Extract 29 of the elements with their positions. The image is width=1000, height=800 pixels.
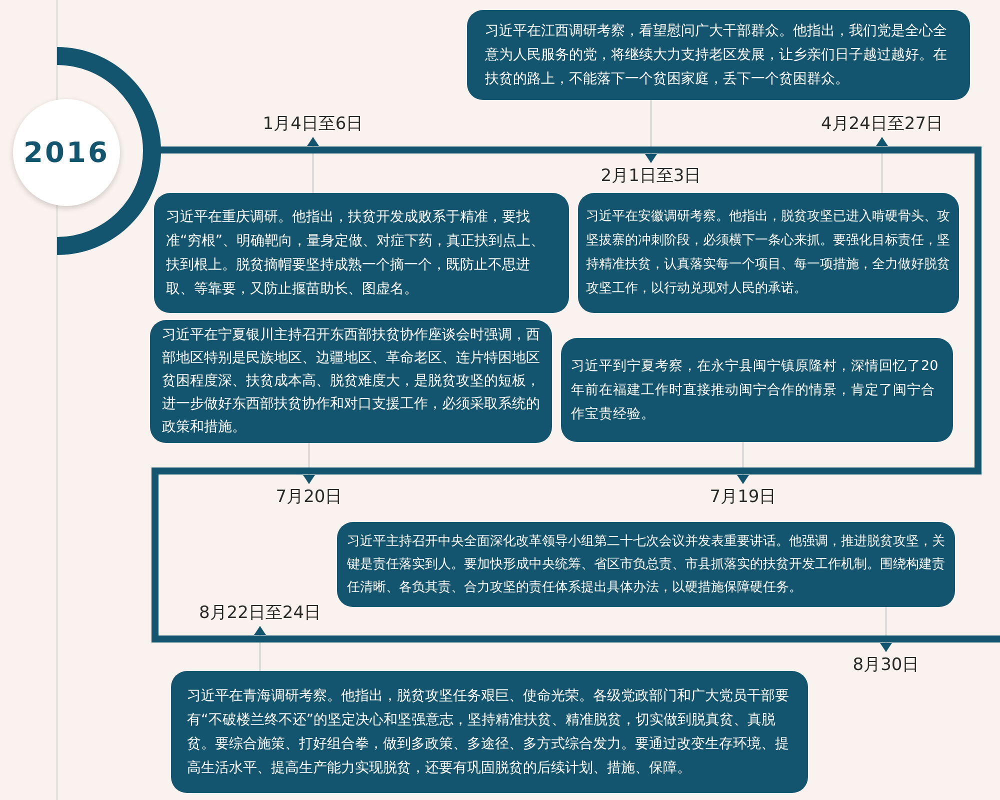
connector-arrow [254,626,266,671]
year-label: 2016 [24,136,110,168]
date-label: 8月22日至24日 [198,600,322,626]
event-text: 习近平在青海调研考察。他指出，脱贫攻坚任务艰巨、使命光荣。各级党政部门和广大党员干部要有“不破楼兰终不还”的坚定决心和坚强意志，坚持精准扶贫、精准脱贫，切实做到脱真贫、真脱贫。要综合施策、打好组合拳，做到多政策、多途径、多方式综合发力。要通过改变生存环境、提高生活水平、提高生产能力实现脱贫，还要有巩固脱贫的后续计划、措施、保障。 [187,687,790,778]
date-label: 7月19日 [710,484,776,510]
connector-arrow [880,607,892,652]
event-card [171,671,808,793]
event-text: 习近平在重庆调研。他指出，扶贫开发成败系于精准，要找准“穷根”、明确靶向，量身定做、对症下药，真正扶到点上、扶到根上。脱贫摘帽要坚持成熟一个摘一个，既防止不思进取、等靠要，又防止揠苗助长、图虚名。 [166,208,546,299]
event-card [337,522,955,607]
event-text: 习近平主持召开中央全面深化改革领导小组第二十七次会议并发表重要讲话。他强调，推进脱贫攻坚，关键是责任落实到人。要加快形成中央统筹、省区市负总责、市县抓落实的扶贫开发工作机制。围绕构建责任清晰、各负其责、合力攻坚的责任体系提出具体办法，以硬措施保障硬任务。 [347,533,945,597]
event-text: 习近平在宁夏银川主持召开东西部扶贫协作座谈会时强调，西部地区特别是民族地区、边疆地区、革命老区、连片特困地区贫困程度深、扶贫成本高、脱贫难度大，是脱贫攻坚的短板，进一步做好东西部扶贫协作和对口支援工作，必须采取系统的政策和措施。 [162,326,540,437]
date-label: 1月4日至6日 [262,111,364,137]
date-label: 4月24日至27日 [820,111,944,137]
event-card [154,193,569,313]
event-card [561,338,953,442]
connector-arrow [876,137,888,193]
connector-arrow [645,100,657,163]
date-label: 7月20日 [276,484,342,510]
event-card [467,10,970,100]
event-text: 习近平到宁夏考察，在永宁县闽宁镇原隆村，深情回忆了20年前在福建工作时直接推动闽宁合作的情景，肯定了闽宁合作宝贵经验。 [571,357,940,424]
connector-arrow [307,137,319,193]
event-text: 习近平在江西调研考察，看望慰问广大干部群众。他指出，我们党是全心全意为人民服务的党，将继续大力支持老区发展，让乡亲们日子越过越好。在扶贫的路上，不能落下一个贫困家庭，丢下一个贫困群众。 [485,22,948,89]
connector-arrow [303,443,315,484]
event-text: 习近平在安徽调研考察。他指出，脱贫攻坚已进入啃硬骨头、攻坚拔寨的冲刺阶段，必须横下一条心来抓。要强化目标责任，坚持精准扶贫，认真落实每一个项目、每一项措施，全力做好脱贫攻坚工作，以行动兑现对人民的承诺。 [586,208,951,298]
date-label: 8月30日 [852,652,920,678]
event-card [578,193,959,313]
date-label: 2月1日至3日 [600,163,702,189]
connector-arrow [737,442,749,484]
event-card [150,320,552,443]
